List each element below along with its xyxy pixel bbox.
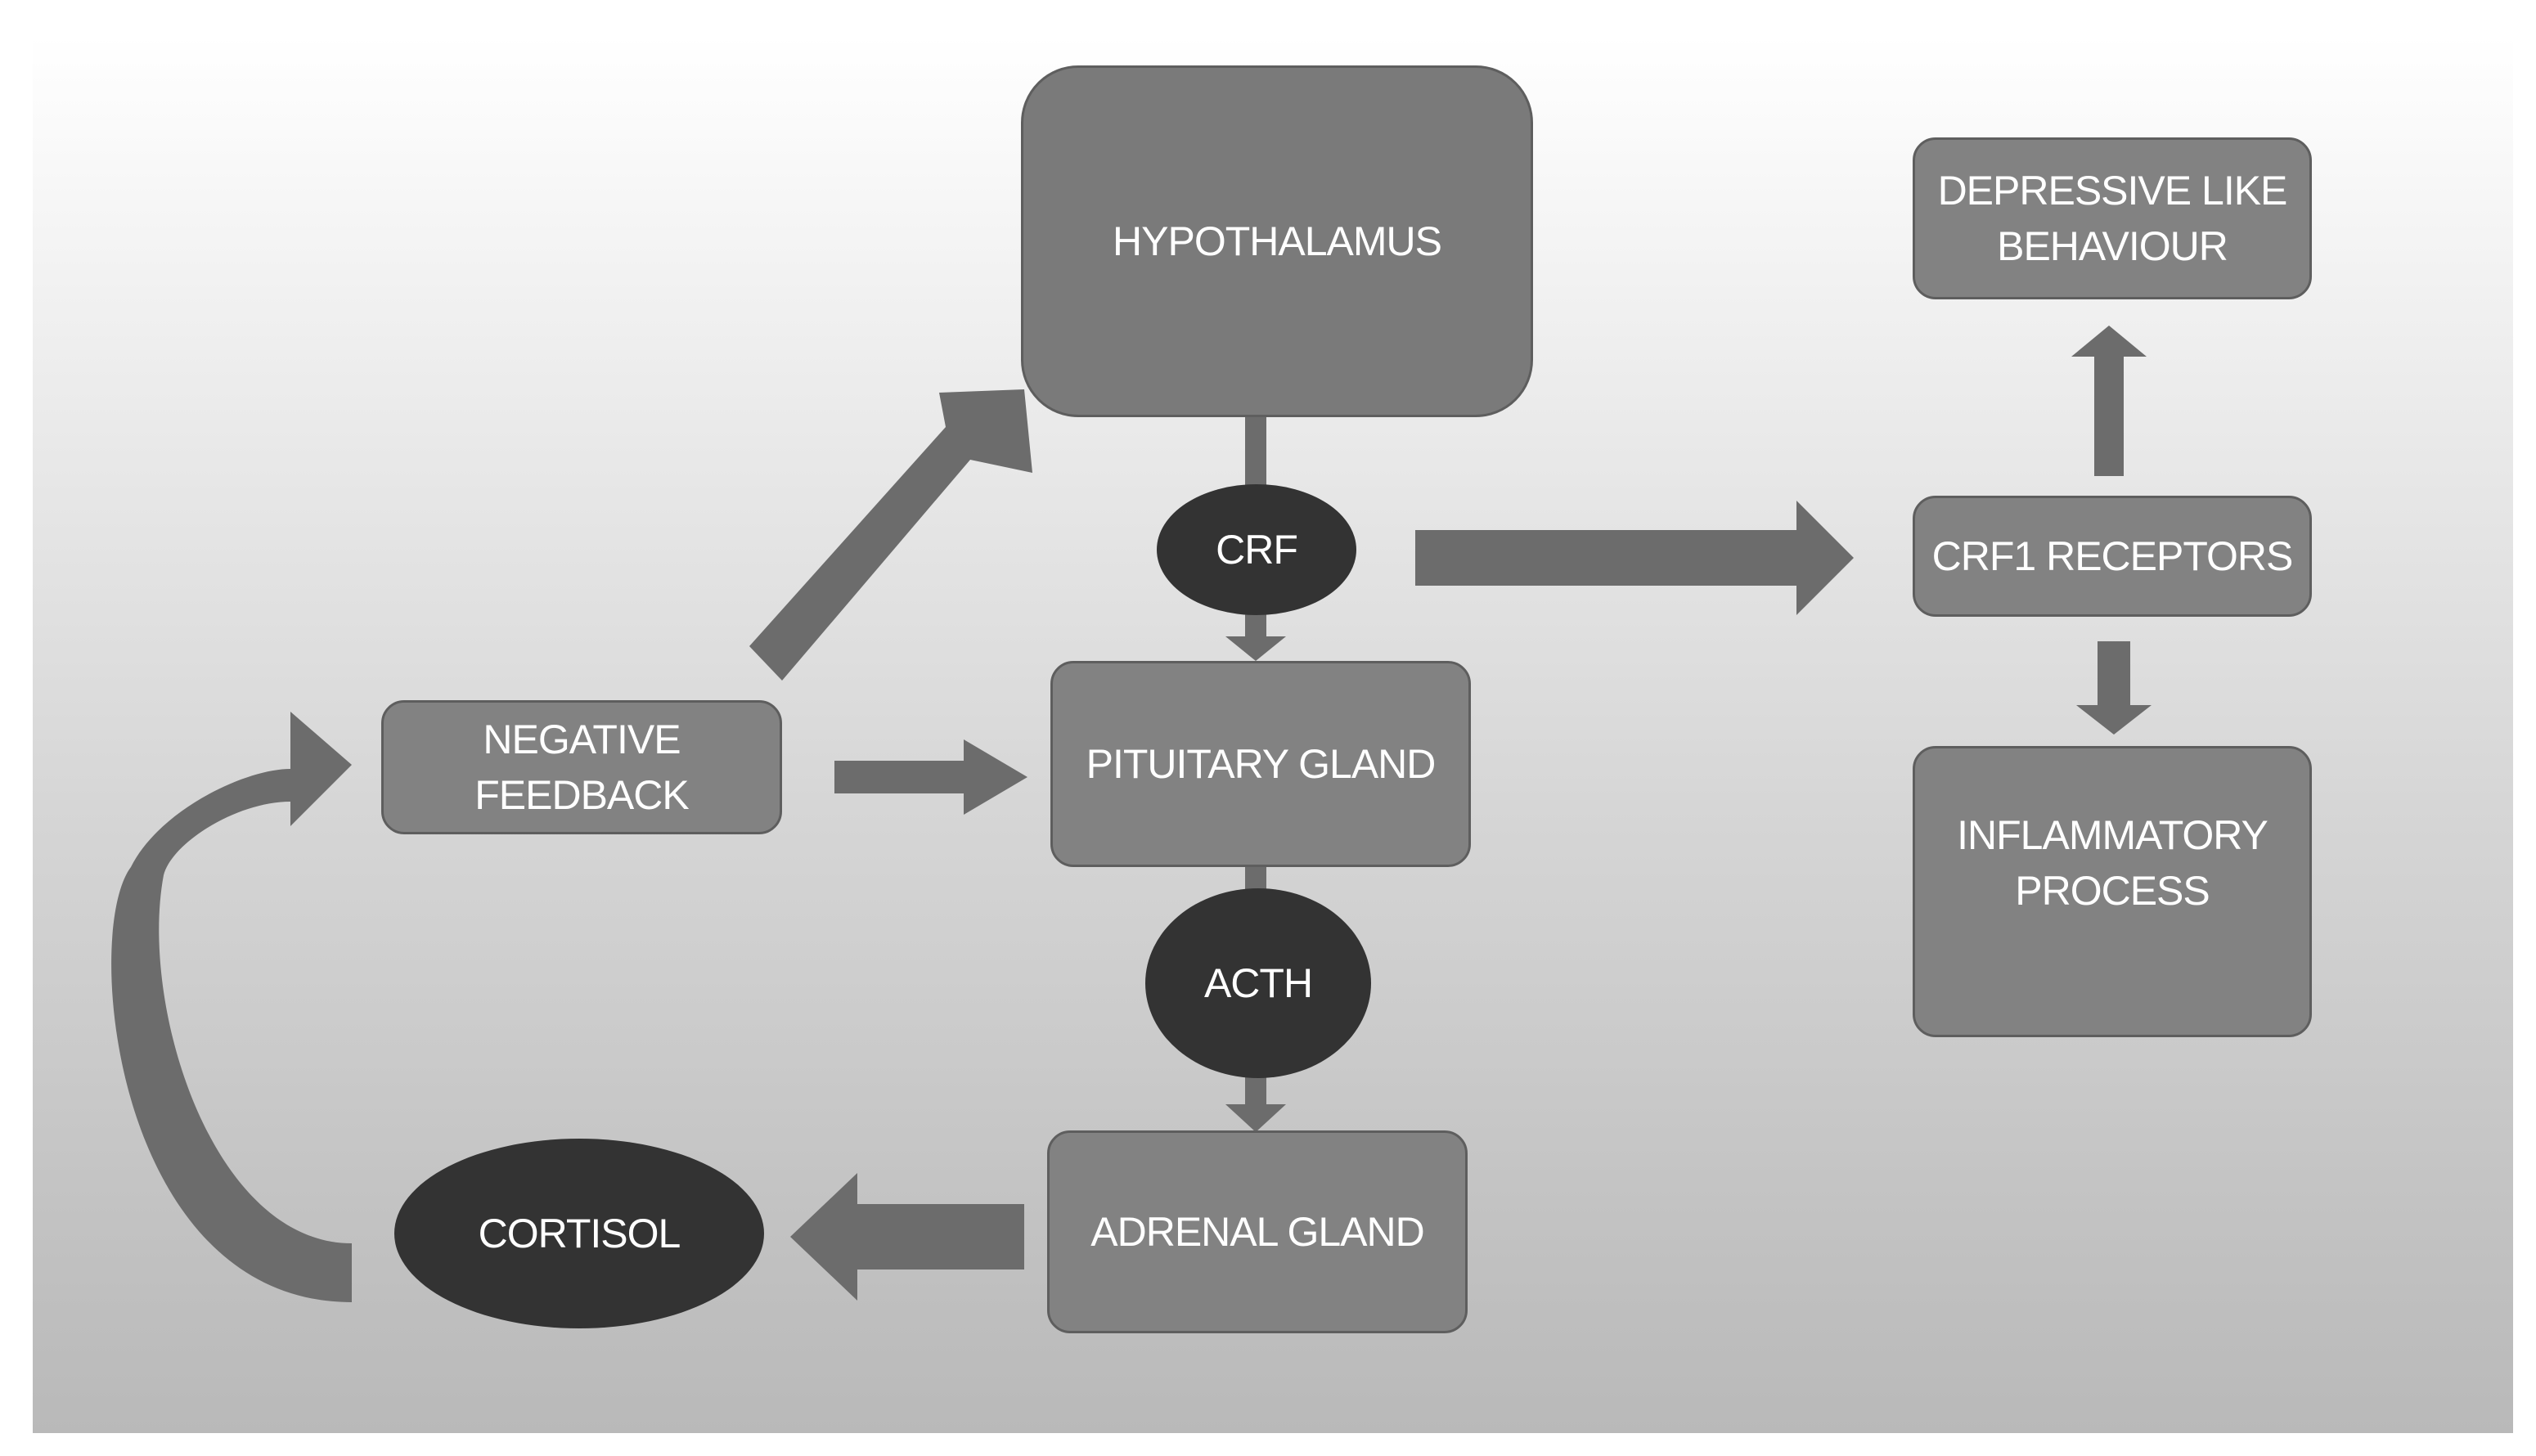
feedback-to-pituitary-arrow — [834, 739, 1027, 815]
acth-label: ACTH — [1203, 960, 1313, 1006]
crf-to-pituitary-arrow — [1225, 613, 1286, 661]
pituitary-acth-connector — [1245, 865, 1266, 890]
adrenal-gland-label: ADRENAL GLAND — [1090, 1209, 1424, 1255]
cortisol-node: CORTISOL — [394, 1139, 764, 1328]
crf1-receptors-node: CRF1 RECEPTORS — [1913, 496, 2312, 617]
depressive-like-behaviour-label: DEPRESSIVE LIKE BEHAVIOUR — [1937, 168, 2288, 269]
crf-node: CRF — [1157, 484, 1356, 615]
depressive-like-behaviour-node: DEPRESSIVE LIKE BEHAVIOUR — [1913, 137, 2312, 299]
inflammatory-process-node: INFLAMMATORY PROCESS — [1913, 746, 2312, 1037]
pituitary-gland-node: PITUITARY GLAND — [1050, 661, 1471, 867]
receptors-to-inflammatory-arrow — [2076, 641, 2152, 735]
inflammatory-process-label: INFLAMMATORY PROCESS — [1957, 812, 2268, 914]
pituitary-gland-label: PITUITARY GLAND — [1086, 741, 1437, 787]
acth-to-adrenal-arrow — [1225, 1073, 1286, 1132]
crf-to-receptors-arrow — [1415, 501, 1854, 615]
crf1-receptors-label: CRF1 RECEPTORS — [1931, 533, 2294, 579]
crf-label: CRF — [1216, 527, 1298, 573]
acth-node: ACTH — [1145, 888, 1371, 1078]
cortisol-to-feedback-curved-arrow — [111, 712, 352, 1302]
hypothalamus-label: HYPOTHALAMUS — [1113, 218, 1442, 264]
adrenal-to-cortisol-arrow — [790, 1173, 1024, 1301]
negative-feedback-label: NEGATIVE FEEDBACK — [474, 717, 690, 818]
receptors-to-depressive-arrow — [2071, 326, 2147, 476]
feedback-to-hypothalamus-arrow — [749, 389, 1032, 681]
negative-feedback-node: NEGATIVE FEEDBACK — [381, 700, 782, 834]
hypothalamus-crf-connector — [1245, 416, 1266, 489]
adrenal-gland-node: ADRENAL GLAND — [1047, 1130, 1468, 1333]
hypothalamus-node: HYPOTHALAMUS — [1021, 65, 1533, 417]
cortisol-label: CORTISOL — [478, 1211, 681, 1256]
